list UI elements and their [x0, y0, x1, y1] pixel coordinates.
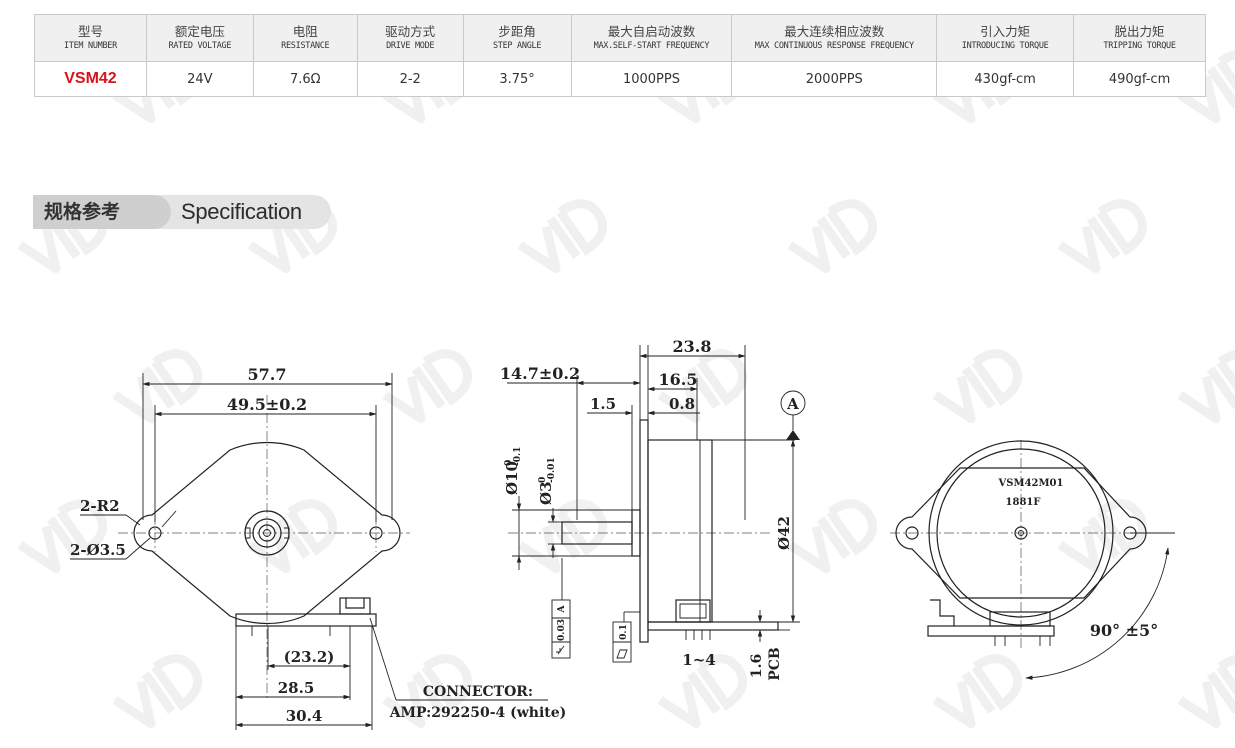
pcb-label: PCB — [767, 647, 783, 681]
hub-ring — [252, 518, 282, 548]
cell-continuous: 2000PPS — [731, 61, 938, 97]
dim-total-length: 23.8 — [673, 337, 712, 356]
cell-voltage: 24V — [145, 61, 254, 97]
cell-introducing-torque: 430gf-cm — [936, 61, 1075, 97]
rear-angle: 90° ±5° — [1090, 621, 1158, 640]
datum-a-label: A — [786, 395, 799, 413]
side-flange — [639, 419, 649, 643]
cell-resistance: 7.6Ω — [252, 61, 358, 97]
runout-frame — [551, 599, 571, 659]
rear-pcb — [927, 625, 1055, 637]
side-body — [647, 439, 713, 623]
front-body-outline — [133, 441, 401, 625]
front-view: 57.7 49.5±0.2 2-R2 2-Ø3.5 (23.2) 28.5 30… — [70, 365, 566, 730]
side-shaft — [561, 521, 633, 545]
dim-hole-diameter: 2-Ø3.5 — [70, 541, 126, 559]
dim-connector-offset: (23.2) — [284, 648, 335, 666]
runout-value: 0.03 — [557, 619, 567, 641]
cell-self-start: 1000PPS — [570, 61, 733, 97]
dim-base-width: 28.5 — [278, 679, 315, 697]
dim-shaft-tol-lower: -0.01 — [547, 457, 557, 483]
side-pcb — [647, 621, 779, 631]
dim-connector-width: 30.4 — [286, 707, 323, 725]
mount-hole-right — [369, 526, 383, 540]
dim-boss-tol-lower: -0.1 — [513, 447, 523, 466]
front-connector — [339, 597, 371, 615]
shaft-face — [258, 524, 276, 542]
rear-body-outer — [928, 440, 1114, 626]
connector-label-line1: CONNECTOR: — [423, 684, 533, 700]
rear-body-inner — [936, 448, 1106, 618]
cell-model: VSM42 — [34, 61, 147, 97]
dim-shaft-tol-upper: 0 — [538, 477, 548, 483]
spec-data-row: VSM42 24V 7.6Ω 2-2 3.75° 1000PPS 2000PPS… — [34, 61, 1206, 97]
mount-hole-left — [148, 526, 162, 540]
front-pcb — [235, 613, 377, 627]
dim-body-length: 16.5 — [659, 370, 698, 389]
connector-label-line2: AMP:292250-4 (white) — [389, 705, 567, 721]
section-title-cn: 规格参考 — [33, 195, 171, 229]
cell-tripping-torque: 490gf-cm — [1073, 61, 1206, 97]
dim-boss-tol-upper: 0 — [504, 460, 514, 466]
dim-boss-diameter: Ø10 — [503, 461, 521, 495]
rear-label-code: 1881F — [1006, 497, 1041, 508]
flatness-value: 0.1 — [619, 624, 629, 640]
section-title-en: Specification — [181, 199, 302, 224]
dim-shaft-diameter: Ø3 — [537, 481, 555, 505]
rear-view: VSM42M01 1881F 90° ±5° — [890, 440, 1175, 680]
pins-label: 1~4 — [682, 651, 715, 669]
dim-flange-thickness: 1.5 — [590, 395, 616, 413]
runout-datum: A — [557, 604, 567, 613]
dim-overall-width: 57.7 — [248, 365, 287, 384]
pcb-thickness: 1.6 — [749, 654, 765, 678]
side-connector — [675, 599, 711, 623]
dim-body-diameter: Ø42 — [775, 516, 793, 550]
dim-shaft-length: 14.7±0.2 — [500, 364, 580, 383]
dim-gap: 0.8 — [669, 395, 695, 413]
shaft-center — [263, 529, 271, 537]
cell-drive-mode: 2-2 — [356, 61, 464, 97]
dim-hole-pitch: 49.5±0.2 — [227, 395, 307, 414]
side-view: 23.8 14.7±0.2 16.5 1.5 0.8 A Ø42 Ø10 0 — [500, 337, 806, 681]
rear-label-model: VSM42M01 — [998, 478, 1064, 489]
dim-corner-radius: 2-R2 — [80, 497, 120, 515]
